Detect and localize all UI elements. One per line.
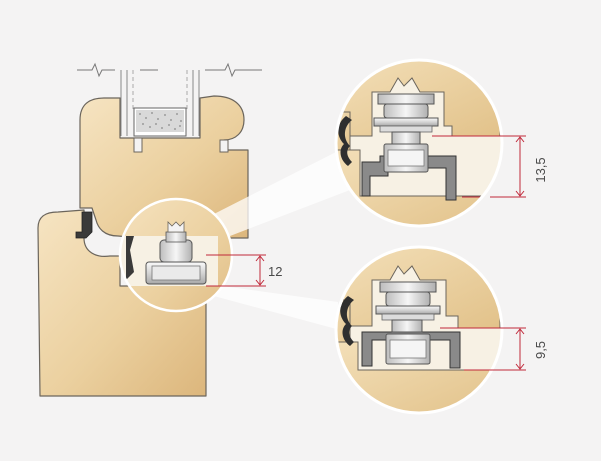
detail-circle-top: 13,5 [334,58,548,228]
dimension-label-bottom: 9,5 [533,341,548,359]
zoom-beams [214,150,350,330]
sash-profile [79,95,249,239]
glazing-unit [77,62,262,137]
dimension-label-top: 13,5 [533,157,548,182]
dimension-label-main: 12 [268,264,282,279]
dimension-main: 12 [206,254,282,287]
detail-circle-bottom: 9,5 [334,245,548,415]
